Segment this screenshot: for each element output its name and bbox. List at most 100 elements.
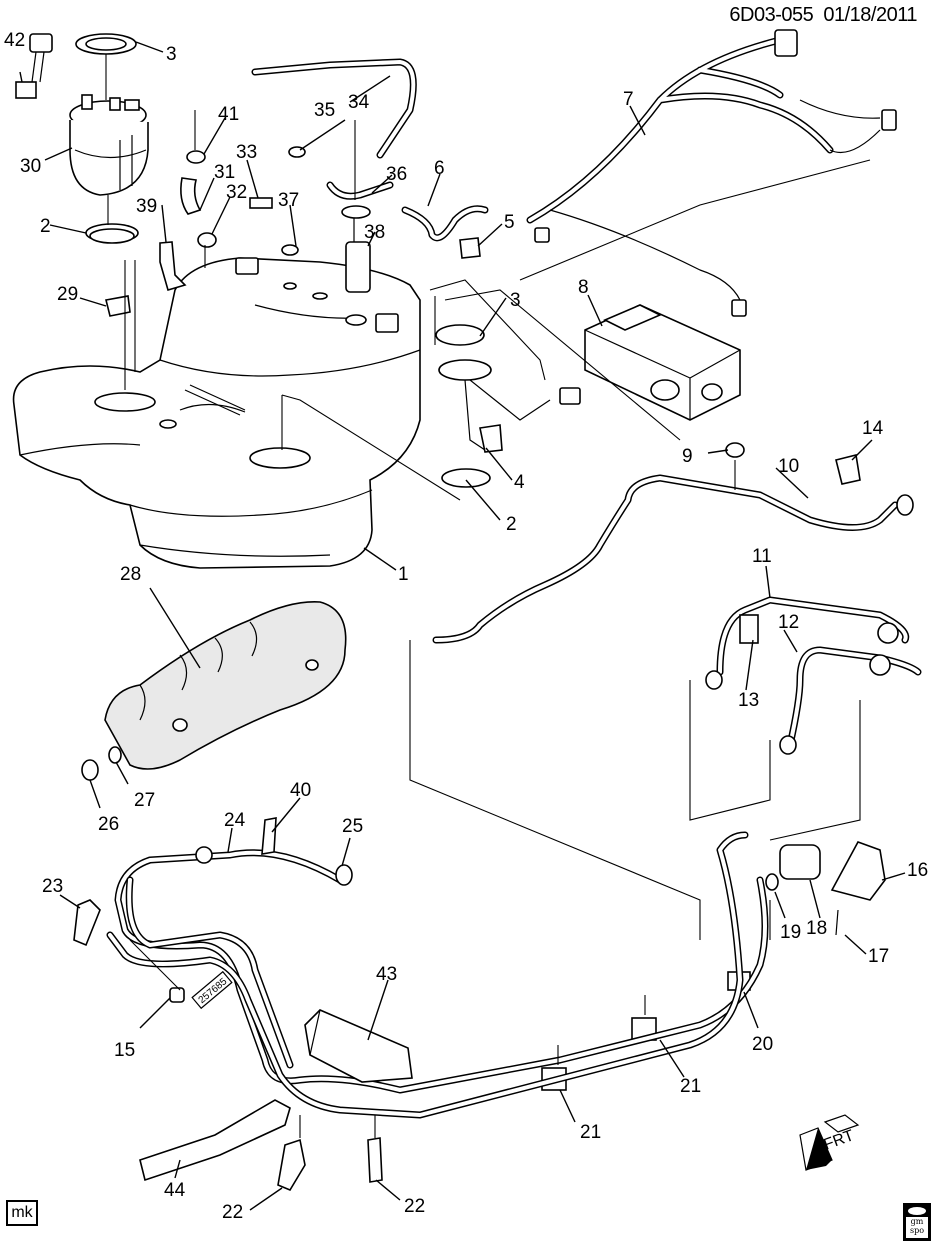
logo-line-1: gm (910, 1217, 924, 1226)
callout-44: 44 (164, 1180, 186, 1201)
callout-9: 9 (682, 446, 693, 467)
gm-spo-logo: gm spo (903, 1203, 931, 1241)
callout-26: 26 (98, 814, 119, 835)
guide-lines (105, 54, 871, 1138)
connector-12-start (779, 735, 797, 755)
callout-20: 20 (752, 1034, 773, 1055)
callout-34: 34 (348, 92, 370, 113)
tube-label: 257685 (191, 970, 233, 1010)
clip-14 (835, 454, 861, 485)
clip-23 (73, 899, 101, 947)
callout-8: 8 (578, 277, 589, 298)
fuel-level-sender (341, 205, 371, 293)
callout-36: 36 (386, 164, 407, 185)
callout-25: 25 (342, 816, 363, 837)
shield-43 (304, 1009, 413, 1083)
callout-24: 24 (224, 810, 246, 831)
clip-29 (105, 295, 131, 317)
logo-oval (908, 1207, 926, 1215)
callout-12: 12 (778, 612, 799, 633)
callout-32: 32 (226, 182, 247, 203)
secondary-connector (559, 387, 581, 405)
grommet-15 (169, 987, 185, 1003)
harness-connector-top (774, 29, 798, 57)
hose-31 (180, 177, 202, 215)
shield-44 (139, 1099, 291, 1182)
connector-11-start (705, 670, 723, 690)
pump-connector (15, 33, 53, 99)
callout-41: 41 (218, 104, 239, 125)
logo-text: gm spo (906, 1217, 928, 1238)
diagram-header: 6D03-055 01/18/2011 (729, 4, 917, 27)
callout-42: 42 (4, 30, 25, 51)
callout-18: 18 (806, 918, 827, 939)
callout-4: 4 (514, 472, 525, 493)
fuel-tank (12, 257, 421, 569)
callout-10: 10 (778, 456, 799, 477)
callout-14: 14 (862, 418, 884, 439)
evap-canister (584, 304, 741, 421)
callout-5: 5 (504, 212, 515, 233)
callout-2-top: 2 (40, 216, 51, 237)
fuel-filter-18 (779, 844, 821, 880)
callout-7: 7 (623, 89, 634, 110)
clip-22-right (367, 1137, 383, 1183)
author-initials-box: mk (6, 1200, 38, 1226)
front-direction-indicator: FRT (799, 1114, 860, 1171)
vapor-line-10-end (896, 494, 914, 516)
callout-3-top: 3 (166, 44, 177, 65)
callout-40: 40 (290, 780, 311, 801)
grommet-9 (725, 442, 745, 458)
callout-15: 15 (114, 1040, 135, 1061)
callout-2-secondary: 2 (506, 514, 517, 535)
wiring-harness-7 (526, 36, 834, 224)
label-13 (739, 614, 759, 644)
callout-16: 16 (907, 860, 928, 881)
bracket-40 (261, 817, 277, 855)
lock-ring-top (75, 33, 137, 55)
harness-connector-left (534, 227, 550, 243)
callout-11: 11 (752, 546, 772, 567)
callout-1: 1 (398, 564, 409, 585)
seal-ring-secondary (441, 468, 491, 488)
bracket-39 (159, 241, 187, 291)
main-fuel-line-a (114, 849, 769, 1094)
callout-17: 17 (868, 946, 889, 967)
callout-19: 19 (780, 922, 801, 943)
clamp-41 (186, 150, 206, 164)
callout-35: 35 (314, 100, 335, 121)
lock-ring-secondary (435, 324, 485, 346)
callout-31: 31 (214, 162, 235, 183)
logo-line-2: spo (909, 1226, 925, 1235)
clip-5 (459, 237, 481, 259)
secondary-module-top (438, 359, 492, 381)
vapor-line-10 (432, 474, 899, 644)
nut-26 (81, 759, 99, 781)
callout-21-right: 21 (680, 1076, 701, 1097)
fuel-pump-module (69, 94, 149, 196)
callout-3-secondary: 3 (510, 290, 521, 311)
filter-bracket-16 (830, 841, 886, 901)
callout-22-right: 22 (404, 1196, 425, 1217)
connector-25 (335, 864, 353, 886)
callout-21-left: 21 (580, 1122, 601, 1143)
clamp-32 (197, 232, 217, 248)
harness-connector-right (881, 109, 897, 131)
callout-39: 39 (136, 196, 157, 217)
callout-37: 37 (278, 190, 299, 211)
connector-12-end (869, 654, 891, 676)
callout-38: 38 (364, 222, 385, 243)
callout-6: 6 (434, 158, 445, 179)
secondary-module-body (479, 424, 503, 453)
callout-27: 27 (134, 790, 155, 811)
harness-connector-mid (731, 299, 747, 317)
diagram-date: 01/18/2011 (823, 4, 917, 26)
callout-leaders (19, 41, 906, 1211)
heat-shield (104, 601, 347, 770)
callout-29: 29 (57, 284, 78, 305)
connector-24-valve (195, 846, 213, 864)
seal-ring-top (85, 223, 139, 244)
callout-43: 43 (376, 964, 397, 985)
front-label: FRT (822, 1127, 857, 1154)
